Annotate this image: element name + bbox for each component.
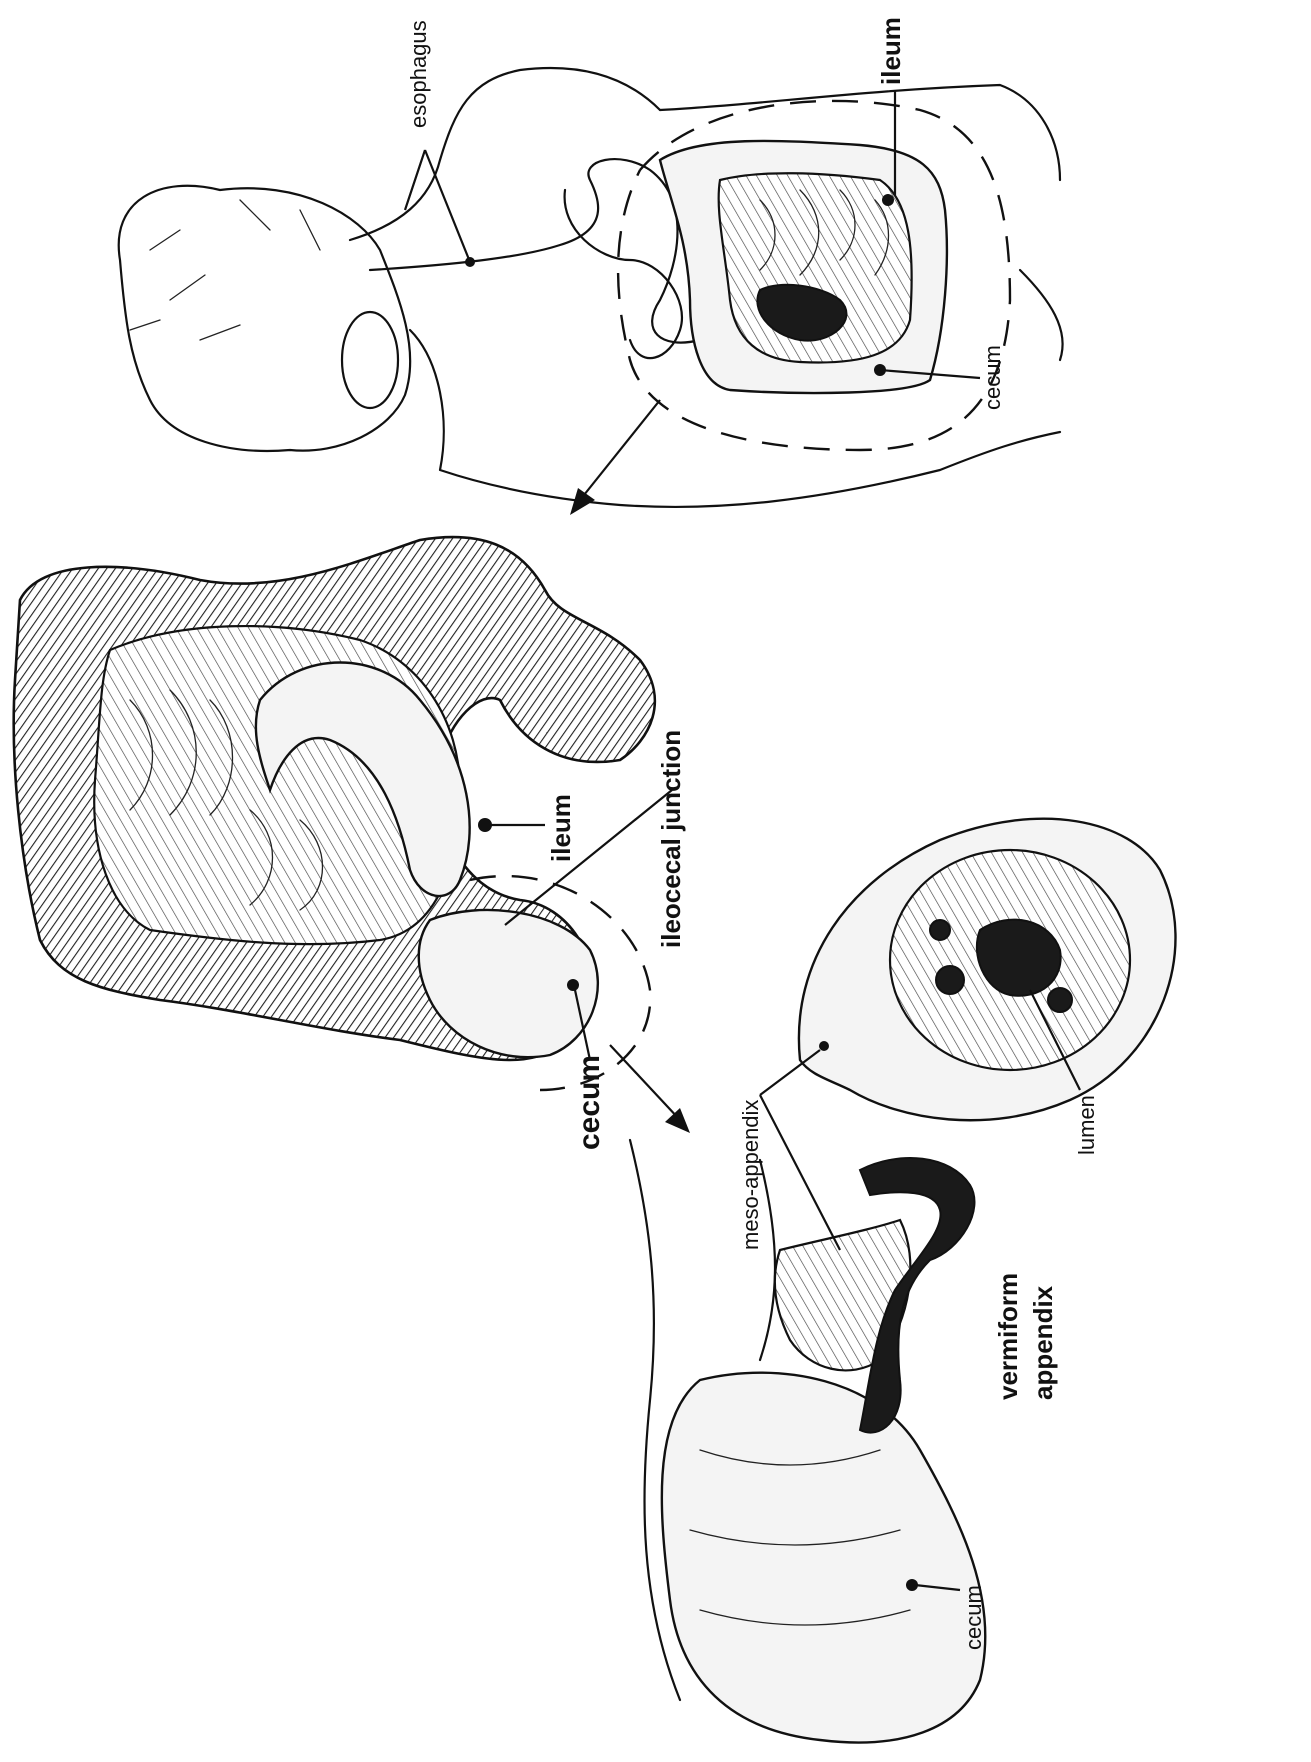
ileum-top-dot (882, 194, 894, 206)
meso-appendix-dot-a (819, 1041, 829, 1051)
follicle-1 (936, 966, 964, 994)
label-vermiform: vermiform (995, 1273, 1021, 1400)
label-ileum-top: ileum (878, 17, 904, 85)
shoulder-outline (350, 68, 660, 240)
appendix-cross-section (760, 819, 1176, 1121)
cecum-top-dot (874, 364, 886, 376)
cecum-bottom-dot (906, 1579, 918, 1591)
arrow-1-head (570, 488, 595, 515)
torso-figure (119, 68, 1063, 515)
head-outline (119, 186, 411, 451)
follicle-2 (1048, 988, 1072, 1012)
meso-appendix-leader-a (760, 1050, 820, 1095)
label-meso-appendix: meso-appendix (740, 1100, 762, 1250)
ear-outline (342, 312, 398, 408)
hip-outline (1020, 270, 1063, 360)
esophagus-leader-2 (405, 150, 425, 210)
arrow-2-head (665, 1108, 690, 1133)
esophagus-tube (370, 159, 700, 343)
label-appendix: appendix (1030, 1286, 1056, 1400)
ileum-mid-dot (478, 818, 492, 832)
esophagus-leader (425, 150, 470, 262)
cecum-appendix-figure (630, 1095, 985, 1743)
cecum-mid-dot (567, 979, 579, 991)
intestines-figure (14, 537, 690, 1133)
label-esophagus: esophagus (408, 20, 430, 128)
label-cecum-top: cecum (982, 345, 1004, 410)
hair-strokes (130, 200, 320, 340)
cecum-bulb (662, 1373, 985, 1743)
ileocecal-leader (505, 790, 672, 925)
follicle-3 (930, 920, 950, 940)
arrow-2-shaft (610, 1045, 680, 1120)
label-cecum-mid: cecum (575, 1055, 605, 1150)
label-ileocecal-junction: ileocecal junction (658, 730, 684, 948)
label-lumen: lumen (1076, 1095, 1098, 1155)
esophagus-dot (465, 257, 475, 267)
label-cecum-bottom: cecum (963, 1585, 985, 1650)
label-ileum-mid: ileum (548, 794, 574, 862)
arrow-1-shaft (580, 400, 660, 500)
